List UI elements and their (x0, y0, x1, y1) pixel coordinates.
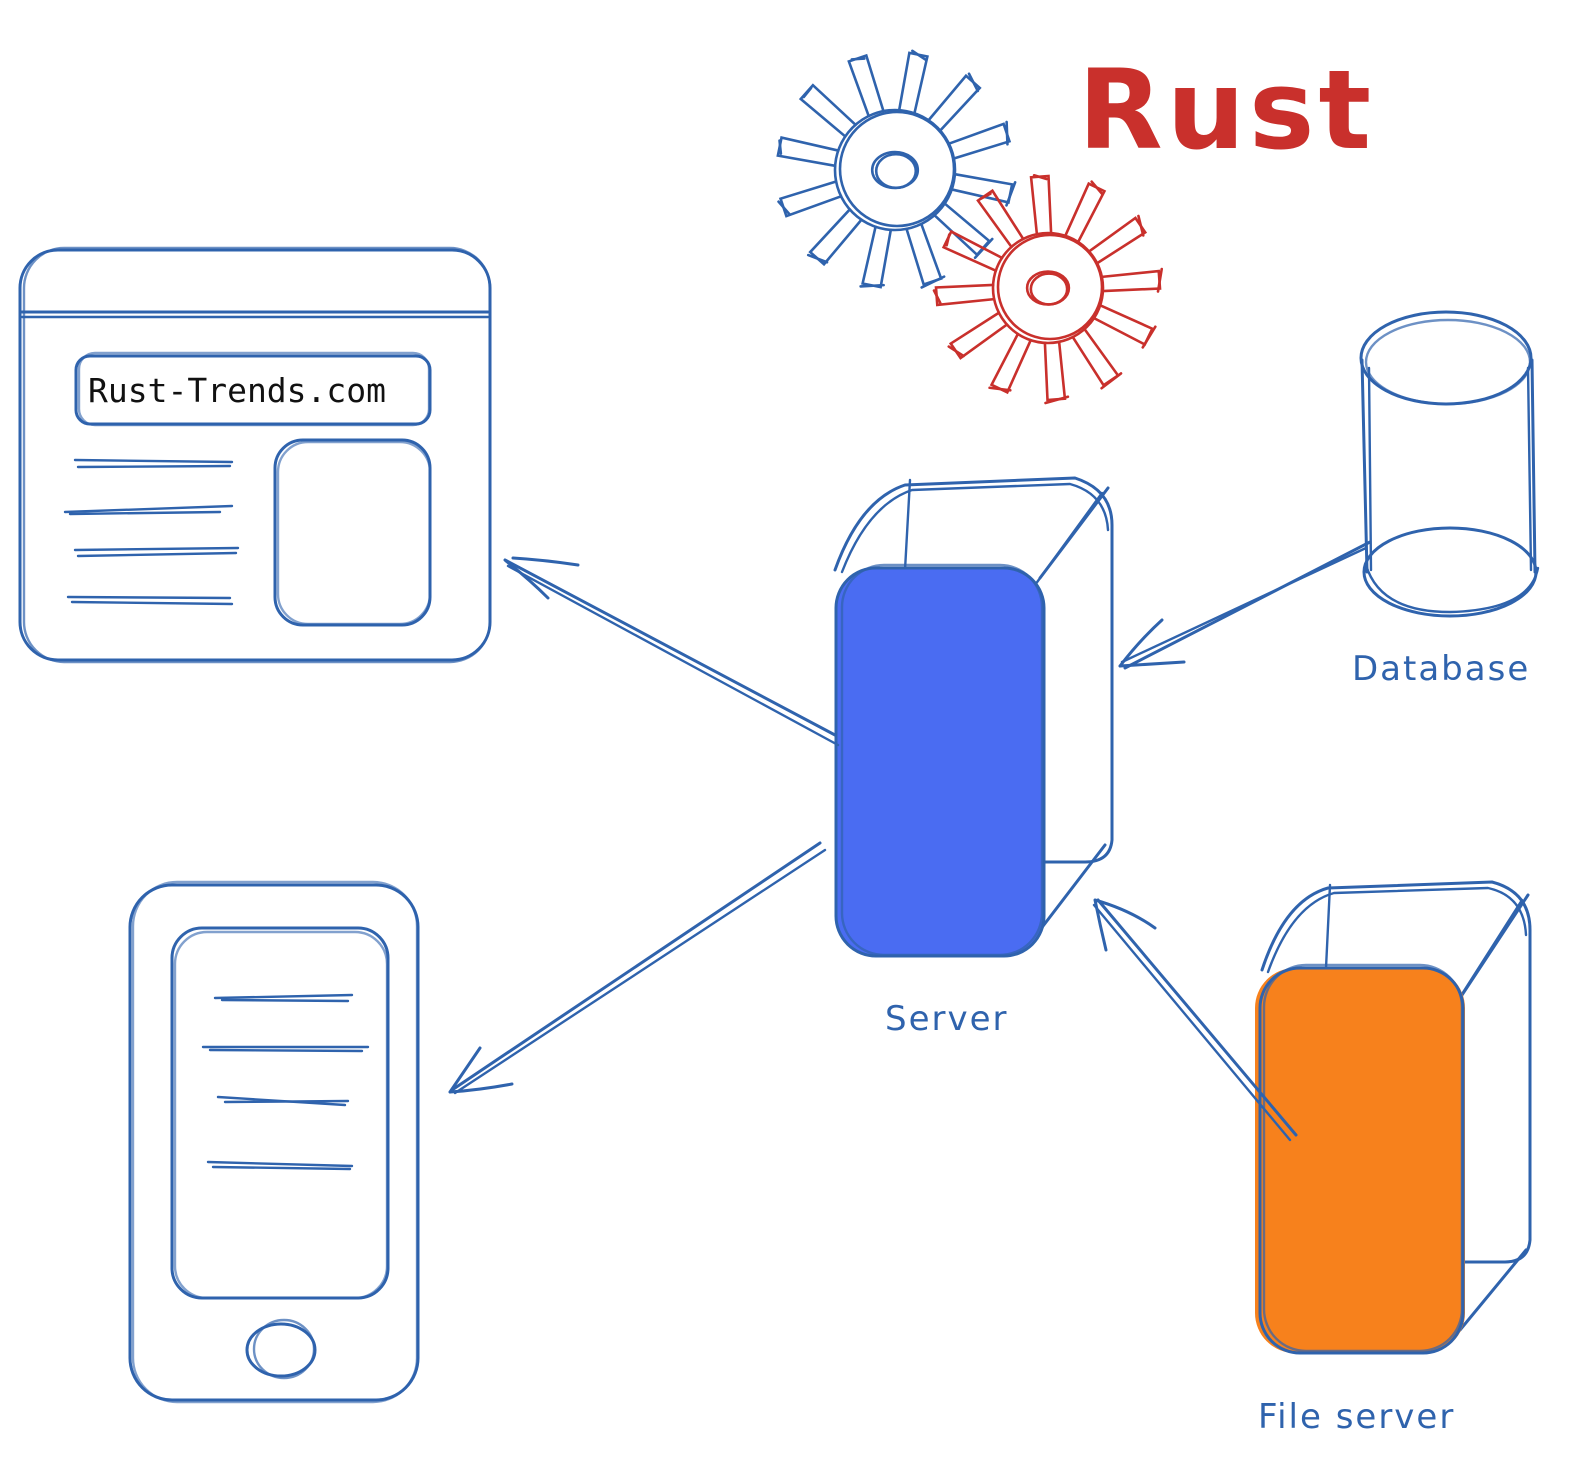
browser-window: Rust-Trends.com (18, 246, 492, 664)
database-label: Database (1352, 649, 1530, 689)
browser-text-lines (63, 458, 240, 606)
server-front (836, 568, 1044, 956)
browser-address-bar: Rust-Trends.com (74, 351, 432, 427)
server (833, 476, 1114, 958)
arrow-server-to-browser (503, 556, 840, 747)
arrow-server-to-phone (448, 841, 827, 1095)
red-gear-icon (932, 173, 1164, 405)
browser-url-text: Rust-Trends.com (88, 371, 386, 410)
mobile-phone (128, 880, 420, 1404)
phone-screen (170, 926, 390, 1300)
arrow-database-to-server (1118, 540, 1372, 670)
file-server-front (1255, 968, 1465, 1353)
server-label: Server (885, 999, 1009, 1039)
rust-brand-text: Rust (1078, 46, 1375, 174)
arrow-fileserver-to-server (1092, 898, 1298, 1142)
phone-home-button (245, 1318, 317, 1380)
file-server-label: File server (1258, 1397, 1455, 1437)
database (1359, 310, 1540, 618)
file-server (1255, 880, 1532, 1355)
browser-image-placeholder (273, 438, 432, 627)
blue-gear-icon (776, 49, 1017, 289)
